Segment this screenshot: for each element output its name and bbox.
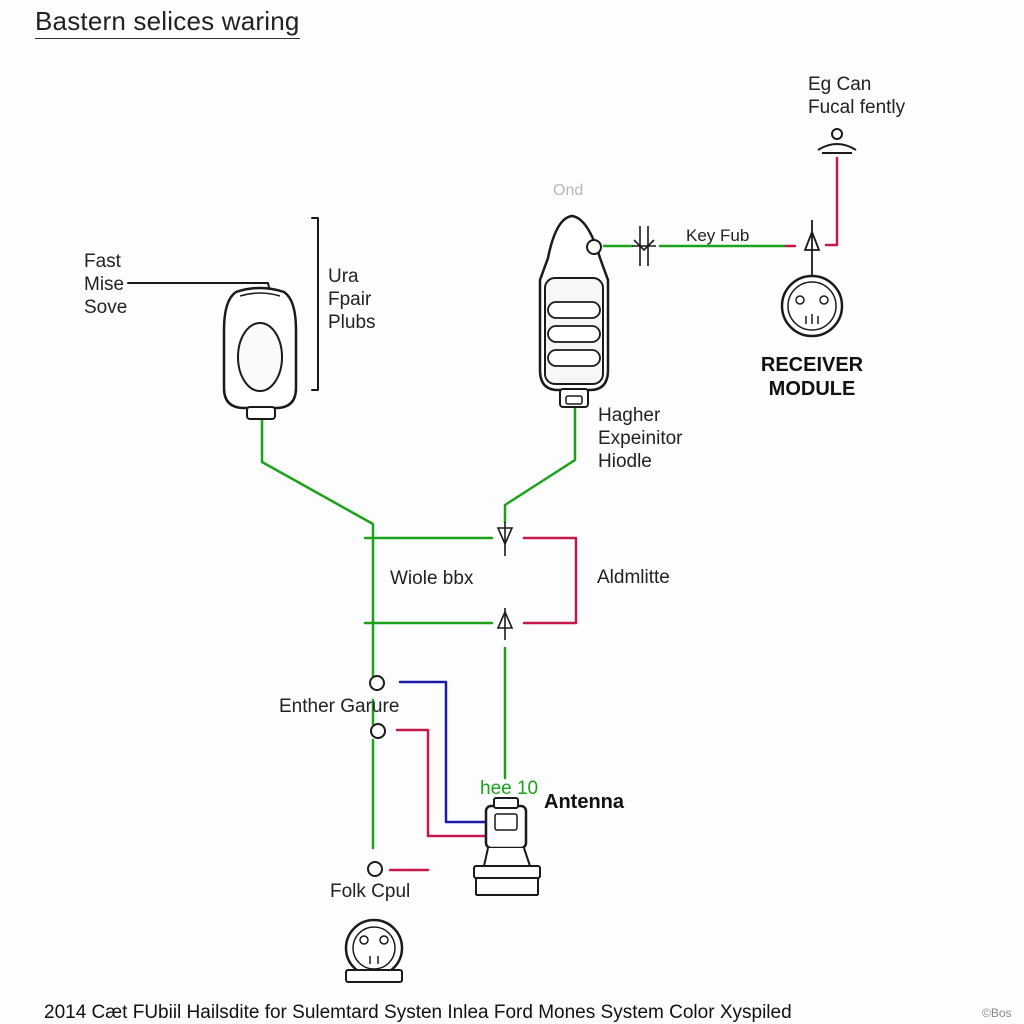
blue-wire: [398, 680, 488, 824]
bracket-side-label-line: Fpair: [328, 289, 372, 310]
enther-label: Enther Garure: [279, 696, 400, 717]
credit-text: ©Bos: [982, 1006, 1012, 1020]
ground-icon: [817, 128, 857, 154]
right-fob-label-line: Expeinitor: [598, 428, 683, 449]
antenna-label: Antenna: [544, 791, 624, 813]
key-fob-large-icon: [538, 214, 610, 408]
right-fob-label-line: Hiodle: [598, 451, 652, 472]
receiver-module-icon: [780, 274, 844, 338]
green-wires: [260, 244, 787, 850]
top-right-label-line: Eg Can: [808, 74, 872, 95]
hee-label: hee 10: [480, 778, 539, 799]
bracket-side-label: Ura Fpair Plubs: [328, 265, 376, 334]
top-faint-label: Ond: [553, 182, 584, 199]
key-fob-small-icon: [222, 286, 298, 420]
red-wires: [388, 156, 839, 872]
fuse-icon: [632, 226, 656, 266]
terminal-circles: [367, 675, 386, 877]
receiver-module-label-line: RECEIVER: [760, 354, 864, 376]
arrow-up-icon: [803, 220, 821, 282]
antenna-module-icon: [473, 797, 541, 896]
bracket-side-label-line: Plubs: [328, 312, 376, 333]
page-title: Bastern selices waring: [35, 6, 300, 39]
right-fob-label-line: Hagher: [598, 405, 661, 426]
left-fob-label-line: Mise: [84, 274, 125, 295]
right-fob-label: Hagher Expeinitor Hiodle: [598, 404, 683, 473]
top-right-label: Eg Can Fucal fently: [808, 73, 905, 119]
left-fob-label-line: Fast: [84, 251, 121, 272]
top-right-label-line: Fucal fently: [808, 97, 906, 118]
footer-caption: 2014 Cæt FUbiil Hailsdite for Sulemtard …: [44, 1002, 792, 1023]
folk-label: Folk Cpul: [330, 881, 411, 902]
left-fob-label: Fast Mise Sove: [84, 250, 127, 319]
bottom-connector-icon: [344, 918, 404, 983]
key-fob-label: Key Fub: [686, 226, 750, 245]
receiver-module-label-line: MODULE: [768, 378, 856, 400]
bracket-side-label-line: Ura: [328, 266, 359, 287]
left-fob-label-line: Sove: [84, 297, 128, 318]
connector-icon: [496, 522, 514, 640]
junction-left-label: Wiole bbx: [390, 568, 474, 589]
receiver-module-label: RECEIVER MODULE: [752, 353, 872, 401]
junction-right-label: Aldmlitte: [597, 567, 670, 588]
